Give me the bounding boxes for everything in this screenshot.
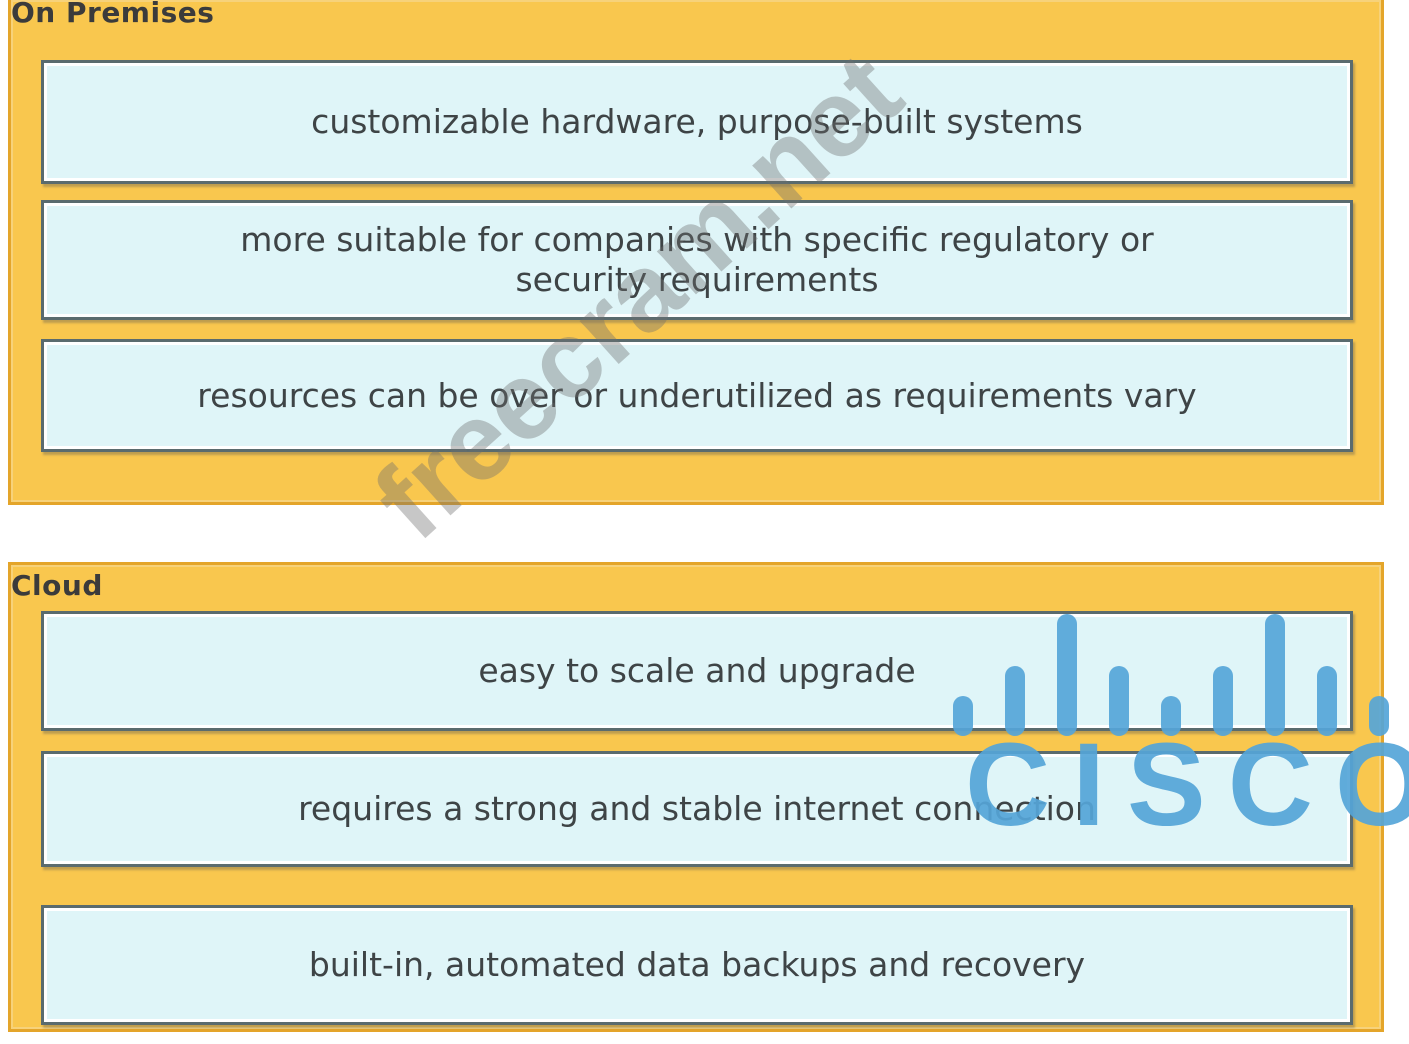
on-premises-title: On Premises [11,0,215,29]
answer-card-easy-to-scale[interactable]: easy to scale and upgrade [41,611,1353,731]
answer-card-label: more suitable for companies with specifi… [240,220,1154,299]
answer-card-resource-utilization[interactable]: resources can be over or underutilized a… [41,339,1353,452]
answer-card-label: resources can be over or underutilized a… [197,375,1197,415]
answer-card-label: built-in, automated data backups and rec… [308,945,1086,984]
answer-card-regulatory-requirements[interactable]: more suitable for companies with specifi… [41,200,1353,320]
answer-card-internet-connection[interactable]: requires a strong and stable internet co… [41,751,1353,867]
cloud-group: Cloud easy to scale and upgrade requires… [8,562,1384,1032]
cloud-title: Cloud [11,569,103,602]
on-premises-group: On Premises customizable hardware, purpo… [8,0,1384,505]
answer-card-label: easy to scale and upgrade [478,651,916,690]
answer-card-label: requires a strong and stable internet co… [298,789,1096,828]
answer-card-customizable-hardware[interactable]: customizable hardware, purpose-built sys… [41,60,1353,184]
answer-card-label: customizable hardware, purpose-built sys… [311,102,1083,141]
answer-card-automated-backups[interactable]: built-in, automated data backups and rec… [41,905,1353,1025]
